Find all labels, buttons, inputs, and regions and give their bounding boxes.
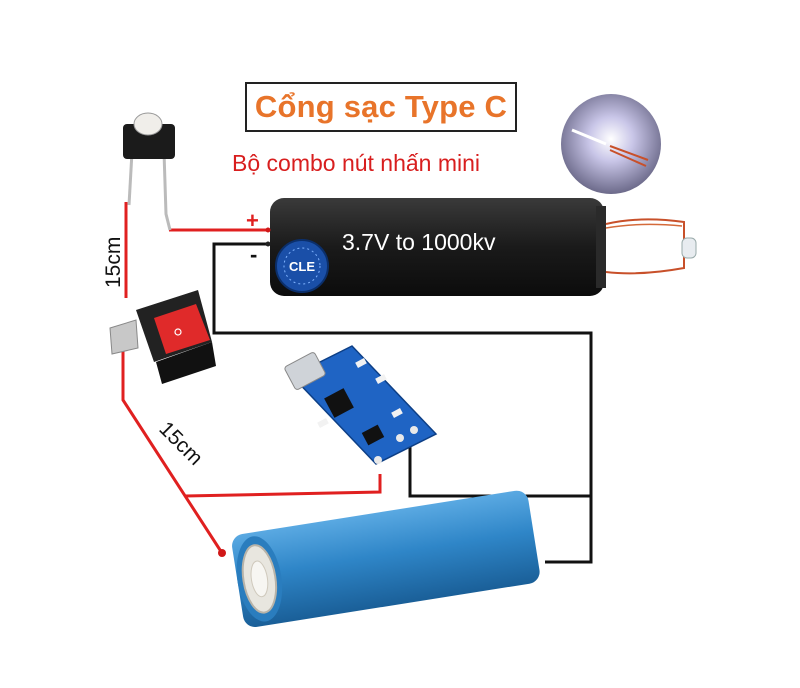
logo-text: CLE [289, 259, 315, 274]
length-label-top: 15cm [102, 237, 125, 288]
module-label: 3.7V to 1000kv [342, 229, 496, 255]
subtitle-text: Bộ combo nút nhấn mini [232, 150, 481, 176]
push-button [123, 112, 175, 231]
minus-sign: - [250, 242, 257, 267]
plus-sign: + [246, 208, 259, 233]
high-voltage-module [270, 198, 697, 296]
title-text: Cổng sạc Type C [254, 89, 508, 124]
logo-badge [275, 239, 329, 293]
spark-photo [561, 94, 661, 194]
charger-pcb [284, 345, 438, 465]
battery [232, 490, 540, 628]
rocker-switch [109, 290, 216, 384]
black-wires [212, 242, 593, 564]
title-box: Cổng sạc Type C [245, 82, 517, 132]
terminal-dots [218, 227, 271, 557]
